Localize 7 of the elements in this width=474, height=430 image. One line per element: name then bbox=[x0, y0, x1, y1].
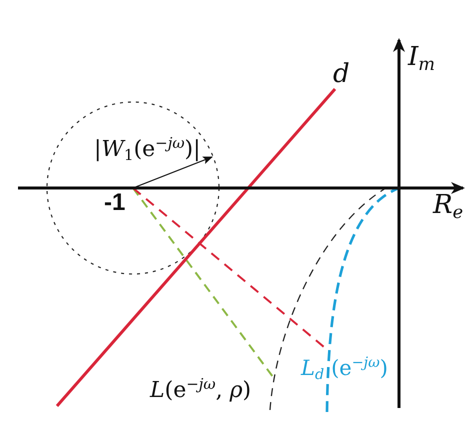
axis-label: R$_{e}$ bbox=[433, 192, 464, 218]
axis-label: I$_{m}$ bbox=[408, 44, 436, 70]
line-label: d bbox=[333, 61, 350, 87]
point-label: -1 bbox=[104, 191, 126, 215]
curve-label: L$_{d}$(e$^{−jω}$) bbox=[301, 358, 388, 379]
curve-label: L(e$^{−jω}$, ρ) bbox=[150, 380, 252, 402]
radius-label: |W$_{1}$(e$^{−jω}$)| bbox=[94, 139, 201, 161]
